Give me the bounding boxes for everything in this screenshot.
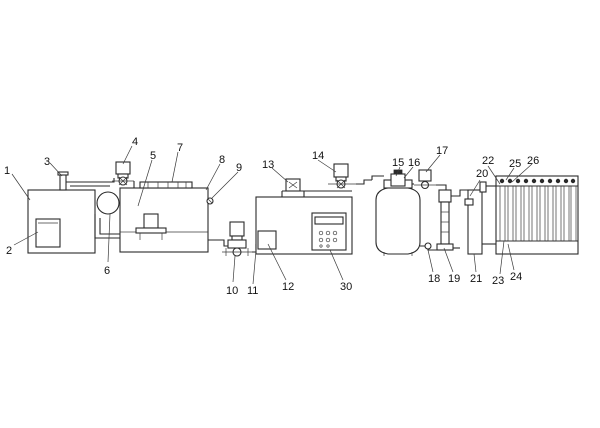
tank-5 — [119, 181, 209, 253]
reel-6 — [94, 191, 120, 239]
callout-20: 20 — [476, 168, 488, 180]
callout-5: 5 — [150, 150, 156, 162]
callout-12: 12 — [282, 281, 294, 293]
membrane-tubes — [499, 185, 577, 242]
pump-16 — [414, 169, 436, 190]
tank-1 — [27, 189, 96, 254]
callout-9: 9 — [236, 162, 242, 174]
callout-3: 3 — [44, 156, 50, 168]
callout-25: 25 — [509, 158, 521, 170]
vent-pipe-3 — [57, 171, 69, 191]
pump-10 — [222, 221, 252, 257]
callout-13: 13 — [262, 159, 274, 171]
callout-19: 19 — [448, 273, 460, 285]
callout-16: 16 — [408, 157, 420, 169]
callout-11: 11 — [247, 285, 258, 297]
callout-1: 1 — [4, 165, 10, 177]
vessel-15 — [375, 179, 421, 256]
callout-8: 8 — [219, 154, 225, 166]
callout-17: 17 — [436, 145, 448, 157]
callout-14: 14 — [312, 150, 324, 162]
callout-23: 23 — [492, 275, 504, 287]
valve-18 — [424, 242, 432, 250]
valve-9 — [206, 197, 214, 205]
pump-15-motor — [390, 169, 406, 187]
callout-15: 15 — [392, 157, 404, 169]
valve-row — [499, 178, 576, 184]
membrane-rack — [495, 175, 579, 255]
callout-7: 7 — [177, 142, 183, 154]
top-rack-7 — [139, 181, 193, 189]
control-panel-30 — [311, 212, 347, 251]
leader-lines — [11, 145, 533, 285]
callout-26: 26 — [527, 155, 539, 167]
pump-14 — [328, 163, 356, 189]
control-box-2 — [35, 218, 61, 248]
pump-4 — [112, 161, 134, 186]
callout-4: 4 — [132, 136, 138, 148]
callout-labels: 1 2 3 4 5 6 7 8 9 10 11 12 13 14 15 16 1… — [4, 136, 539, 297]
callout-10: 10 — [226, 285, 238, 297]
callout-24: 24 — [510, 271, 522, 283]
callout-22: 22 — [482, 155, 494, 167]
pump-17 — [436, 189, 454, 251]
filter-21 — [464, 181, 487, 255]
callout-18: 18 — [428, 273, 440, 285]
callout-2: 2 — [6, 245, 12, 257]
callout-6: 6 — [104, 265, 110, 277]
callout-30: 30 — [340, 281, 352, 293]
box-12 — [257, 230, 277, 250]
callout-21: 21 — [470, 273, 482, 285]
